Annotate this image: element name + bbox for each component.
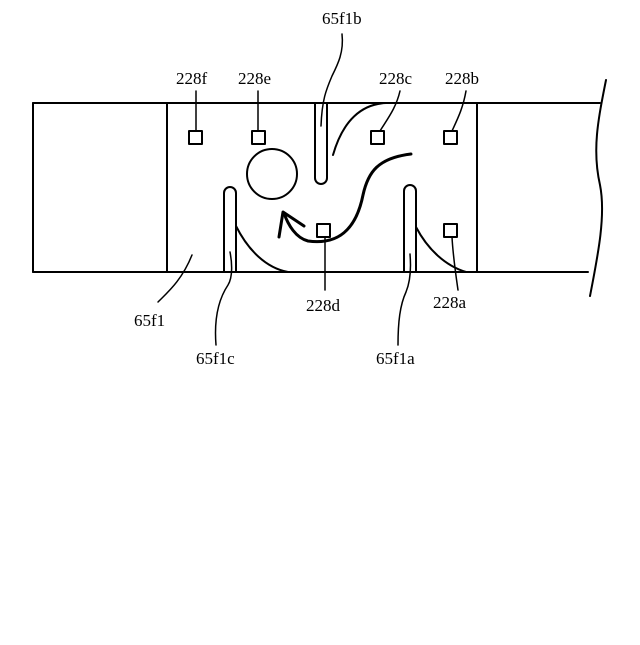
label-228d: 228d — [306, 296, 341, 315]
label-228c: 228c — [379, 69, 413, 88]
label-228e: 228e — [238, 69, 271, 88]
break-line — [590, 80, 606, 296]
circular-hole — [247, 149, 297, 199]
leader-65f1b — [321, 34, 342, 126]
leader-65f1 — [158, 255, 192, 302]
flow-arrow — [284, 154, 411, 242]
square-228d — [317, 224, 330, 237]
square-228e — [252, 131, 265, 144]
label-65f1b: 65f1b — [322, 9, 362, 28]
square-228f — [189, 131, 202, 144]
label-65f1c: 65f1c — [196, 349, 235, 368]
label-228b: 228b — [445, 69, 479, 88]
square-228b — [444, 131, 457, 144]
arc-lower-right — [416, 227, 466, 272]
leader-228c — [380, 91, 400, 131]
label-65f1a: 65f1a — [376, 349, 415, 368]
leader-228b — [452, 91, 466, 131]
label-65f1: 65f1 — [134, 311, 165, 330]
square-228a — [444, 224, 457, 237]
leader-228a — [452, 237, 458, 290]
label-228a: 228a — [433, 293, 467, 312]
square-228c — [371, 131, 384, 144]
arc-upper — [333, 103, 386, 155]
flow-arrow-head — [279, 212, 304, 237]
strip-outline — [33, 103, 600, 272]
label-228f: 228f — [176, 69, 208, 88]
slit-65f1c — [224, 187, 236, 272]
